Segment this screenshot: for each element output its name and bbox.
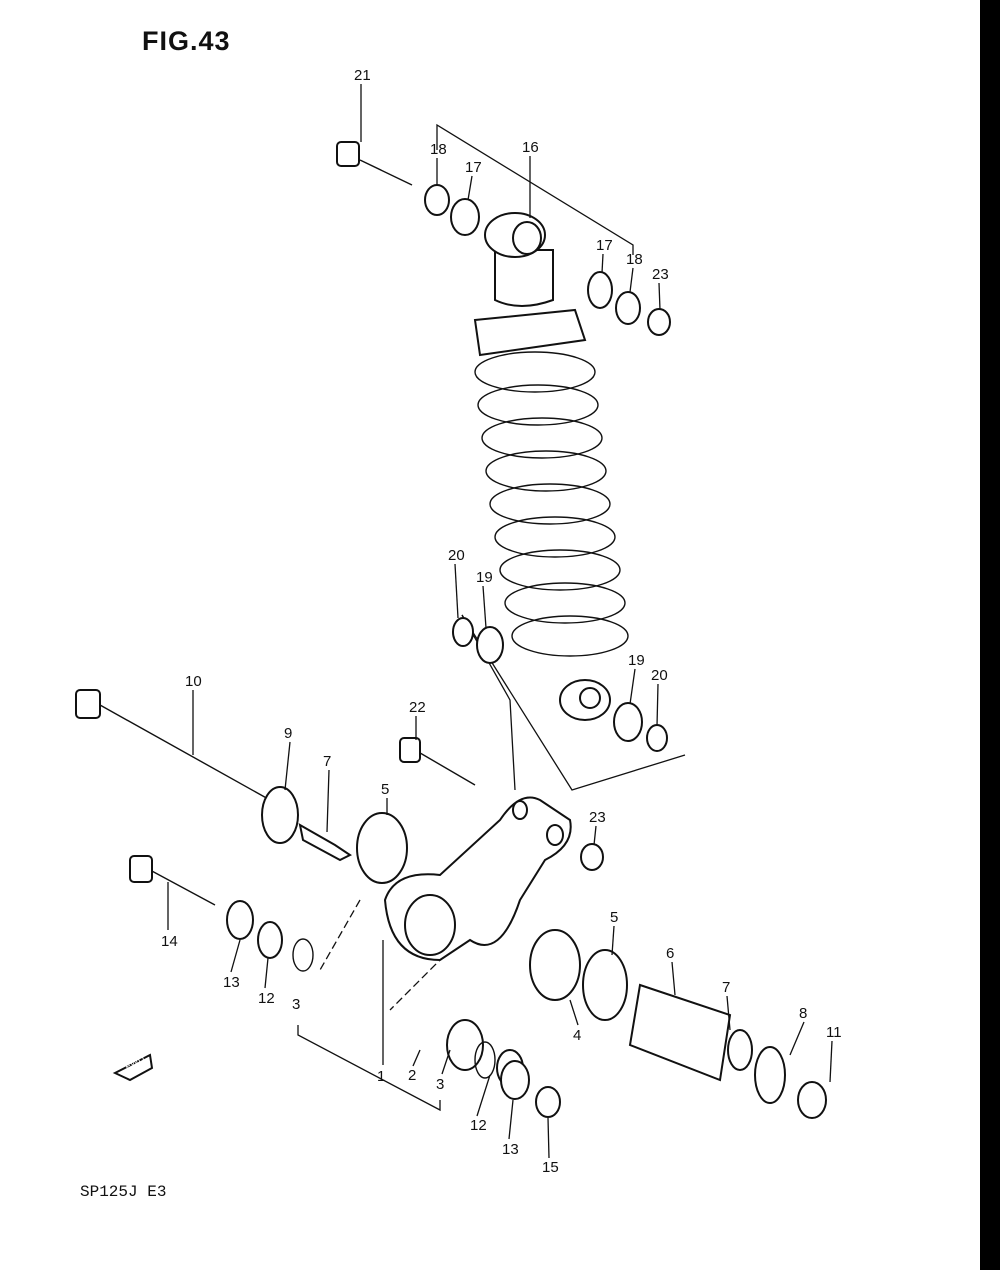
link-bolt (399, 737, 604, 871)
top-mount-hardware (336, 141, 671, 336)
callout-20: 20 (448, 547, 465, 564)
callout-16: 16 (522, 139, 539, 156)
lower-shock-washers (452, 617, 668, 752)
callout-20b: 20 (651, 667, 668, 684)
callout-15: 15 (542, 1159, 559, 1176)
shock-absorber (473, 212, 629, 721)
callout-9: 9 (284, 725, 292, 742)
callout-18b: 18 (626, 251, 643, 268)
callout-8: 8 (799, 1005, 807, 1022)
callout-23b: 23 (589, 809, 606, 826)
callout-5b: 5 (610, 909, 618, 926)
forward-arrow: FWD (112, 1053, 154, 1082)
figure-title: FIG.43 (142, 26, 231, 56)
callout-23: 23 (652, 266, 669, 283)
callout-11: 11 (826, 1024, 842, 1041)
callout-21: 21 (354, 67, 371, 84)
callout-2: 2 (408, 1067, 416, 1084)
callout-19: 19 (476, 569, 493, 586)
leader-lines (167, 84, 833, 1159)
callout-19b: 19 (628, 652, 645, 669)
callout-3b: 3 (436, 1076, 444, 1093)
cushion-lever (383, 796, 572, 962)
page-edge (980, 0, 1000, 1270)
model-code: SP125J E3 (80, 1183, 167, 1201)
lever-bushing-assembly (446, 929, 827, 1119)
callout-3: 3 (292, 996, 300, 1013)
callout-18: 18 (430, 141, 447, 158)
callout-5: 5 (381, 781, 389, 798)
callout-13: 13 (223, 974, 240, 991)
callout-13b: 13 (502, 1141, 519, 1158)
callout-6: 6 (666, 945, 674, 962)
callout-12b: 12 (470, 1117, 487, 1134)
callout-22: 22 (409, 699, 426, 716)
bracket-lines (297, 123, 686, 1112)
lever-bolt (129, 855, 314, 972)
callout-7b: 7 (722, 979, 730, 996)
callout-12: 12 (258, 990, 275, 1007)
callout-17: 17 (465, 159, 482, 176)
callout-1: 1 (377, 1068, 385, 1085)
callout-labels: 21 18 17 16 17 18 23 20 19 19 20 10 22 9… (161, 67, 842, 1176)
callout-4: 4 (573, 1027, 581, 1044)
callout-10: 10 (185, 673, 202, 690)
callout-17b: 17 (596, 237, 613, 254)
callout-7: 7 (323, 753, 331, 770)
pivot-bolt (75, 689, 408, 884)
callout-14: 14 (161, 933, 178, 950)
